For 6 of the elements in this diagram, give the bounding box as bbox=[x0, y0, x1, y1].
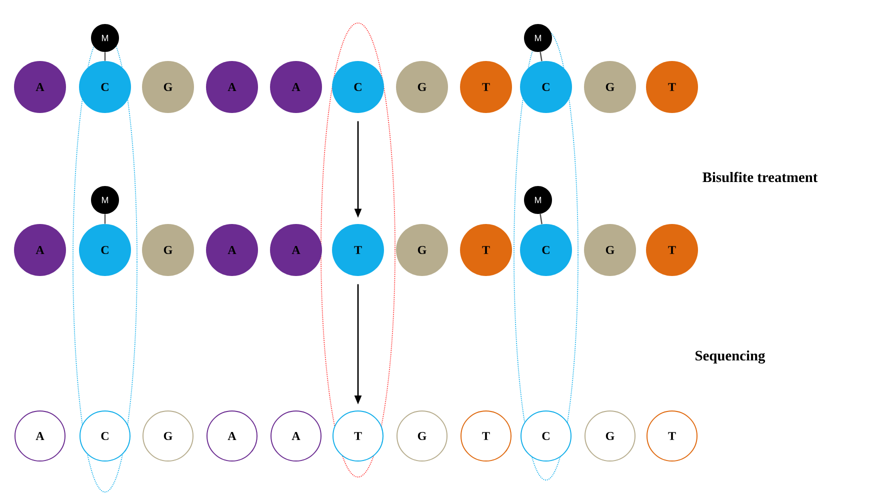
connector-line bbox=[104, 214, 106, 224]
connector-line bbox=[540, 214, 542, 224]
connector-line bbox=[104, 52, 106, 61]
step-label: Sequencing bbox=[696, 350, 766, 364]
connector-line bbox=[540, 52, 542, 62]
step-label: Bisulfite treatment bbox=[702, 172, 818, 182]
